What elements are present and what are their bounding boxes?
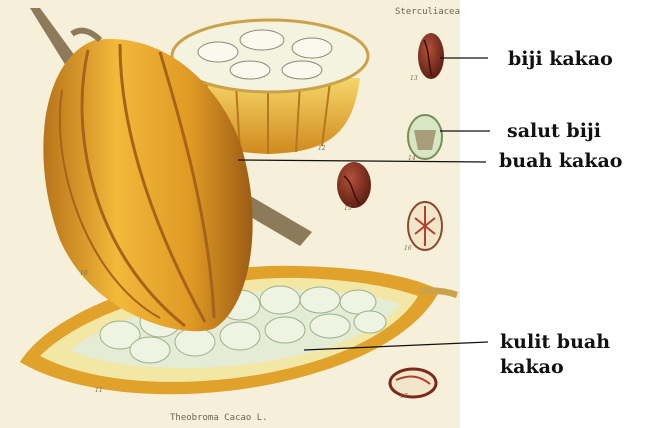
label-buah-kakao: buah kakao — [499, 150, 622, 172]
label-salut-biji: salut biji — [507, 120, 601, 142]
leader-line-buah — [238, 160, 486, 162]
label-biji-kakao: biji kakao — [508, 48, 613, 70]
label-kulit-buah-line1: kulit buah — [500, 331, 610, 353]
label-kulit-buah-line2: kakao — [500, 356, 564, 378]
leader-line-kulit — [304, 342, 488, 350]
